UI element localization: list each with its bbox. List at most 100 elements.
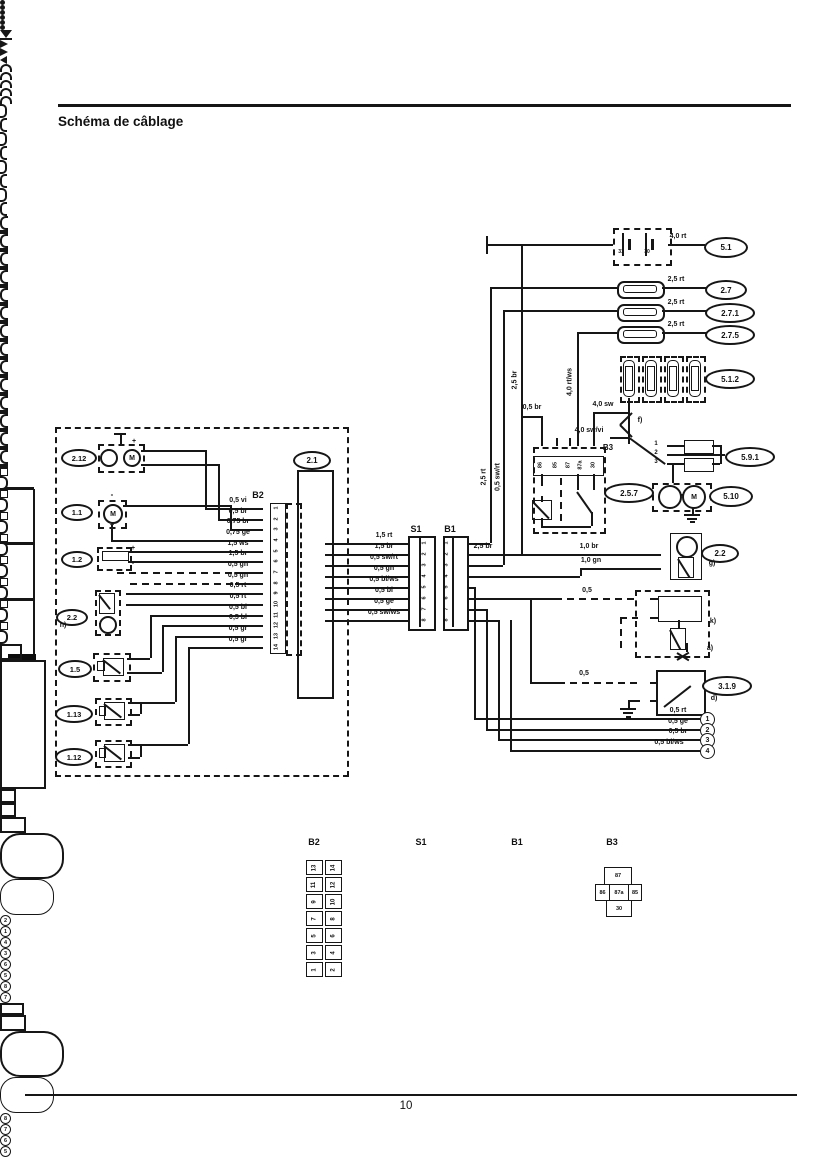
s1-pin-number: 4 [421, 574, 428, 578]
wire-segment [580, 568, 582, 576]
unit-pin-tick [0, 392, 8, 396]
fuse-core [623, 330, 657, 338]
wire-label: S1 [410, 524, 422, 534]
wire-segment [610, 437, 628, 439]
b2-pin-socket [0, 432, 8, 446]
b1-view-label: B1 [511, 837, 523, 847]
wire-segment [490, 287, 617, 289]
wire-segment [510, 620, 512, 750]
wire-segment [325, 598, 408, 600]
relay-coil [532, 500, 552, 520]
wire-segment [452, 536, 454, 627]
b3-view-terminal: 87 [604, 867, 632, 885]
b1-view-body [0, 1031, 64, 1077]
ref-5-9-1: 5.9.1 [725, 447, 775, 467]
wire-segment [650, 700, 656, 702]
wire-label: 1,5 br [228, 550, 248, 557]
bulb-circle [99, 616, 117, 634]
wire-label: 0,5 gr [228, 625, 248, 632]
wire-label: 0,75 ge [226, 529, 250, 536]
wire-segment [667, 463, 684, 465]
wire-segment [530, 682, 558, 684]
wire-segment [541, 496, 543, 502]
b2-pin-socket [0, 270, 8, 284]
wire-label: 0,5 bl [229, 614, 247, 621]
s1-view-body [0, 833, 64, 879]
connector-pair-icon [0, 188, 7, 202]
wire-segment [325, 554, 408, 556]
wire-label: 0,5 gn [227, 572, 249, 579]
wire-segment [128, 702, 175, 704]
wire-label: 1,0 gn [580, 557, 602, 564]
b2-pin-number: 2 [273, 517, 280, 521]
wire-segment [541, 416, 543, 446]
junction-dot [0, 20, 5, 25]
b1-pin-plug [0, 476, 8, 490]
ref-1-2: 1.2 [61, 550, 93, 568]
connector-pair-icon [0, 202, 7, 216]
wire-label: f) [637, 417, 643, 424]
wire-segment [712, 463, 720, 465]
unit-pin-tick [0, 230, 8, 234]
wire-label: 2,5 rt [667, 321, 685, 328]
wire-segment [498, 620, 500, 739]
unit-pin-tick [0, 284, 8, 288]
junction-dot [0, 25, 5, 30]
wire-segment [150, 615, 263, 617]
b2-view-cell: 13 [306, 860, 323, 875]
unit-pin-tick [0, 428, 8, 432]
b2-view-pin: 1 [311, 967, 318, 972]
connector-pair-icon [0, 146, 7, 160]
wire-segment [486, 609, 488, 729]
wire-label: 4,0 sw [592, 401, 614, 408]
wire-label: 0,5 bl/ws [369, 576, 399, 583]
valve-tab [99, 706, 106, 716]
b1-view-pin: 7 [0, 1124, 11, 1135]
wire-label: d) [710, 695, 718, 702]
unit-pin-tick [0, 302, 8, 306]
b2-pin-number: 12 [273, 621, 280, 629]
wire-segment [620, 617, 622, 650]
bulb-circle [676, 536, 698, 558]
b1-pin-plug [0, 608, 8, 622]
b2-pin-number: 3 [273, 527, 280, 531]
terminal-arc-icon [0, 72, 12, 80]
wire-label: 2,5 rt [667, 299, 685, 306]
b1-view-pin: 6 [0, 1135, 11, 1146]
unit-pin-tick [0, 338, 8, 342]
wire-segment [628, 700, 640, 702]
b1-pin-plug [0, 520, 8, 534]
wire-segment [490, 287, 492, 543]
wire-segment [541, 474, 543, 486]
s1-pin-number: 2 [421, 552, 428, 556]
switch-position-label: 2 [654, 450, 658, 456]
resistor-body [684, 458, 714, 472]
wire-label: g) [708, 560, 716, 567]
wire-segment [580, 568, 661, 570]
b2-view-cell: 12 [325, 877, 342, 892]
wire-segment [419, 536, 421, 627]
wire-label: 0,5 gn [227, 561, 249, 568]
wire-label: 0,5 bl [375, 587, 393, 594]
resistor-body [678, 557, 694, 578]
wire-segment [620, 617, 638, 619]
b1-pin-plug [0, 630, 8, 644]
b1-pin-plug [0, 498, 8, 512]
wire-segment [503, 310, 505, 565]
b1-view-tab [0, 1015, 26, 1031]
b2-view-cell: 14 [325, 860, 342, 875]
fuse-element [669, 366, 677, 391]
wire-segment [591, 512, 593, 526]
harness-boundary-box [55, 427, 349, 777]
wire-segment [560, 478, 562, 526]
s1-pin-number: 3 [421, 563, 428, 567]
fuse-core [645, 360, 657, 397]
b1-view-pin: 8 [0, 1113, 11, 1124]
wire-segment [498, 739, 700, 741]
wire-segment [141, 450, 205, 452]
fuse-element [691, 366, 699, 391]
wire-segment [469, 620, 498, 622]
wire-segment [128, 744, 188, 746]
wire-segment [521, 244, 523, 556]
b1-pin-number: 3 [443, 563, 450, 567]
